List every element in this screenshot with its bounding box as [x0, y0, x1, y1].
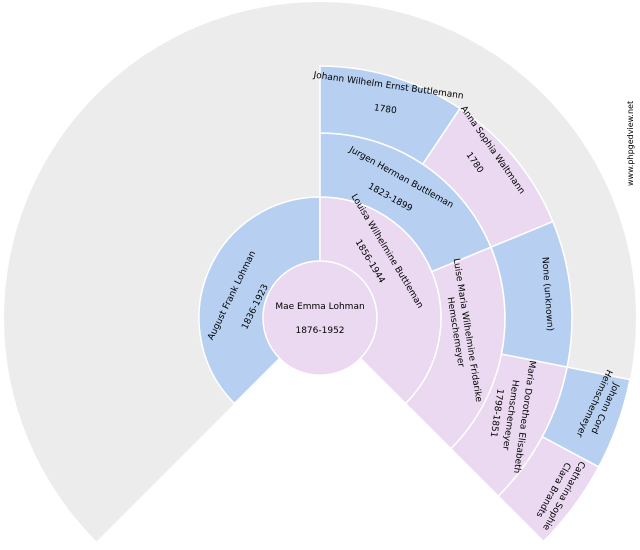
person-segment-father[interactable]	[198, 196, 321, 405]
person-segment-mm_father[interactable]	[489, 220, 573, 369]
person-label-root[interactable]: Mae Emma Lohman 1876-1952	[275, 302, 364, 336]
person-years: 1780	[373, 103, 397, 116]
ancestor-segments	[198, 65, 631, 543]
person-name: Mae Emma Lohman	[275, 302, 364, 312]
person-years: 1876-1952	[295, 326, 344, 336]
site-credit[interactable]: www.phpgedview.net	[626, 100, 635, 186]
person-segment-mmm_mother[interactable]	[497, 435, 600, 543]
